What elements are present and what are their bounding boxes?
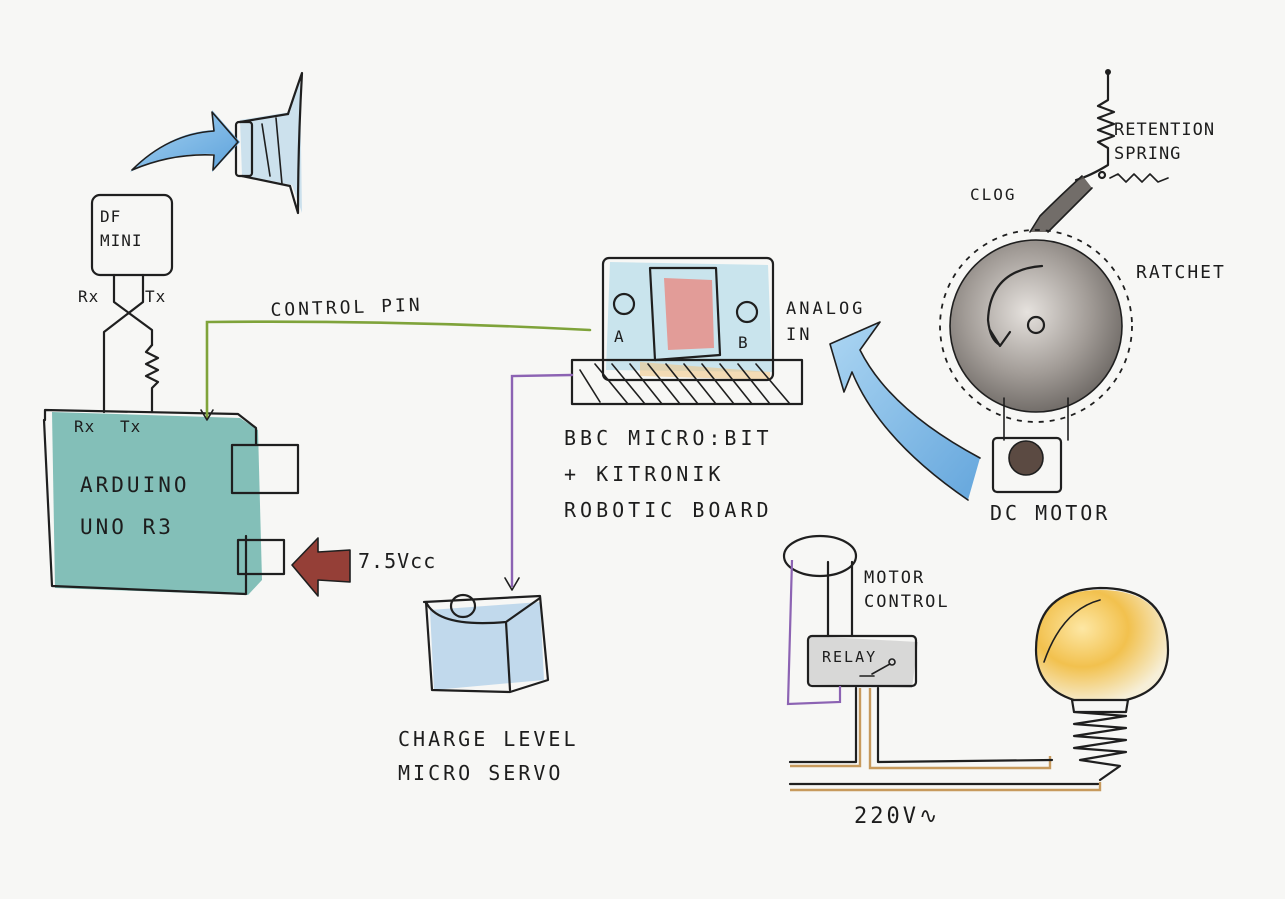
ratchet-label: RATCHET	[1136, 262, 1226, 283]
serial-wires	[102, 273, 160, 414]
df-mini-rx-label: Rx	[78, 287, 100, 306]
microbit-b-label: B	[738, 333, 748, 352]
dc-motor-label: DC MOTOR	[990, 501, 1111, 525]
df-mini-module	[90, 193, 174, 277]
micro-servo	[422, 593, 550, 694]
retention-spring-label: RETENTION SPRING	[1114, 120, 1216, 164]
sound-arrow-icon	[130, 110, 240, 172]
dc-motor	[991, 436, 1063, 494]
power-arrow-icon	[291, 537, 351, 597]
arduino-rx-label: Rx	[74, 417, 96, 436]
microbit-label: BBC MICRO:BIT + KITRONIK ROBOTIC BOARD	[564, 426, 773, 522]
control-pin-wire	[205, 320, 592, 420]
df-mini-tx-label: Tx	[145, 287, 167, 306]
relay-label: RELAY	[822, 648, 878, 666]
arduino-board	[42, 408, 300, 596]
arduino-label: ARDUINO UNO R3	[80, 473, 190, 539]
mains-label: 220V∿	[854, 804, 941, 829]
analog-in-label: ANALOG IN	[786, 299, 866, 345]
servo-label: CHARGE LEVEL MICRO SERVO	[398, 727, 579, 785]
clog	[1029, 175, 1093, 233]
microbit-a-label: A	[614, 327, 624, 346]
speaker-icon	[234, 71, 304, 215]
df-mini-label: DF MINI	[100, 207, 143, 250]
analog-in-arrow-icon	[829, 321, 981, 501]
clog-label: CLOG	[970, 185, 1017, 204]
relay-control-wire	[786, 559, 842, 706]
relay-module	[782, 534, 918, 688]
retention-spring	[1074, 69, 1169, 183]
servo-wire	[510, 373, 574, 588]
ratchet-wheel	[939, 229, 1133, 441]
microbit-board	[570, 256, 804, 406]
arduino-tx-label: Tx	[120, 417, 142, 436]
mains-wiring	[788, 686, 1102, 792]
light-bulb-icon	[1034, 586, 1170, 782]
control-pin-label: CONTROL PIN	[270, 294, 423, 321]
power-label: 7.5Vcc	[358, 549, 437, 573]
motor-control-label: MOTOR CONTROL	[864, 568, 950, 612]
